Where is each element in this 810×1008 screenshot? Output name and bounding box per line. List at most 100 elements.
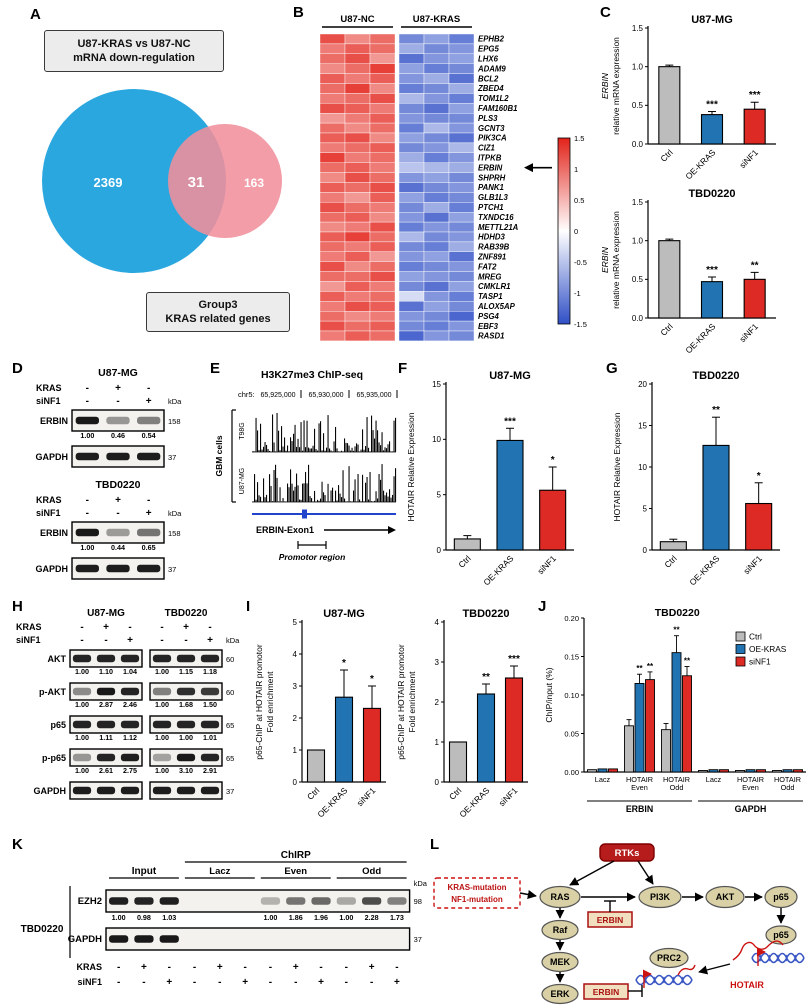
heatmap-cell xyxy=(398,142,425,153)
arrow xyxy=(569,860,615,886)
legend-label: Ctrl xyxy=(749,632,762,642)
y-tick-label: 15 xyxy=(638,421,647,430)
heatmap-cell xyxy=(369,162,396,173)
coverage-bar xyxy=(273,469,275,502)
heatmap-cell xyxy=(398,221,425,233)
sig-label: *** xyxy=(706,100,718,111)
bar-oe-kras xyxy=(634,682,645,773)
y-tick-label: 0.15 xyxy=(564,652,579,661)
gene-label: TASP1 xyxy=(478,292,503,301)
band xyxy=(159,935,179,943)
heatmap-cell xyxy=(369,142,396,153)
protein-label: GAPDH xyxy=(68,934,102,945)
y-tick-label: 1 xyxy=(435,738,440,747)
band xyxy=(152,753,172,762)
y-axis-label: ERBIN xyxy=(600,72,610,99)
heatmap-cell xyxy=(369,152,396,163)
heatmap-cell xyxy=(344,330,371,342)
band xyxy=(134,897,154,905)
ras-node-label: RAS xyxy=(550,892,569,902)
chart-title: TBD0220 xyxy=(462,608,509,620)
heatmap-cell xyxy=(369,103,396,114)
heatmap-cell xyxy=(344,211,371,223)
x-group-label: HOTAIR xyxy=(626,775,653,784)
heatmap-cell xyxy=(369,311,396,322)
coverage-bar xyxy=(383,450,385,452)
coverage-bar xyxy=(306,483,308,502)
coverage-bar xyxy=(315,449,317,452)
band xyxy=(137,416,161,425)
heatmap-cell xyxy=(344,271,371,282)
coverage-bar xyxy=(309,496,311,502)
heatmap-cell xyxy=(423,132,450,144)
band-value: 1.00 xyxy=(80,431,94,440)
bar-ctrl xyxy=(448,741,468,783)
y-tick-label: 0 xyxy=(643,546,648,555)
band xyxy=(109,935,129,943)
coverage-bar xyxy=(320,421,322,452)
coverage-bar xyxy=(369,451,371,452)
heatmap-cell xyxy=(344,311,371,322)
coverage-bar xyxy=(270,485,272,502)
colorbar-tick: 1.5 xyxy=(574,134,584,143)
coverage-bar xyxy=(354,446,356,452)
coverage-bar xyxy=(335,426,337,452)
coverage-bar xyxy=(324,495,326,502)
kras-label: KRAS xyxy=(76,962,102,972)
band-value: 1.03 xyxy=(162,913,176,922)
coverage-bar xyxy=(252,501,254,502)
heatmap-cell xyxy=(319,142,346,153)
band xyxy=(176,687,196,696)
coverage-bar xyxy=(293,433,295,452)
heatmap-cell xyxy=(344,43,371,55)
y-tick-label: 1.5 xyxy=(632,24,644,33)
y-tick-label: 20 xyxy=(638,380,647,389)
coverage-bar xyxy=(303,483,305,502)
x-category-label: OE-KRAS xyxy=(683,321,717,355)
band-value: 1.00 xyxy=(155,700,169,709)
coverage-bar xyxy=(285,450,287,452)
y-axis-label: p65-ChIP at HOTAIR promotor xyxy=(396,644,406,760)
coverage-bar xyxy=(362,429,364,452)
band-value: 1.12 xyxy=(123,733,137,742)
heatmap-cell xyxy=(423,330,450,342)
coverage-bar xyxy=(317,450,319,452)
y-tick-label: 10 xyxy=(638,463,647,472)
heatmap-cell xyxy=(369,241,396,252)
lane-symbol: - xyxy=(208,622,211,633)
coverage-bar xyxy=(314,428,316,452)
panel-letter-e: E xyxy=(210,360,221,377)
heatmap-cell xyxy=(319,93,346,104)
band-value: 1.00 xyxy=(263,913,277,922)
heatmap-cell xyxy=(369,63,396,74)
bar-oe-kras xyxy=(700,281,724,319)
sig-label: *** xyxy=(749,90,761,101)
kda-value: 65 xyxy=(226,721,234,730)
prc2-node xyxy=(649,947,689,969)
heatmap-cell xyxy=(344,320,371,332)
gene-label: HDHD3 xyxy=(478,233,506,242)
heatmap-cell xyxy=(369,281,396,292)
heatmap-cell xyxy=(398,291,425,302)
band-value: 3.10 xyxy=(179,766,193,775)
heatmap-cell xyxy=(398,73,425,84)
coverage-bar xyxy=(260,496,262,502)
track-label: U87-MG xyxy=(239,468,246,494)
ras-node xyxy=(539,885,581,909)
lane-symbol: - xyxy=(80,622,83,633)
sig-label: * xyxy=(370,674,374,685)
lane-symbol: + xyxy=(103,622,109,633)
bar-ctrl xyxy=(658,66,681,145)
sig-label: ** xyxy=(684,657,691,666)
coverage-bar xyxy=(342,451,344,452)
coverage-bar xyxy=(267,501,269,502)
x-category-label: OE-KRAS xyxy=(683,147,717,181)
band xyxy=(176,753,196,762)
heatmap-cell xyxy=(448,311,475,322)
coverage-bar xyxy=(320,498,322,502)
heatmap-cell xyxy=(319,231,346,243)
gene-label: FAM160B1 xyxy=(478,104,517,113)
coverage-bar xyxy=(324,450,326,452)
heatmap-cell xyxy=(344,202,371,213)
venn-bottom-label: Group3 KRAS related genes xyxy=(146,292,290,332)
